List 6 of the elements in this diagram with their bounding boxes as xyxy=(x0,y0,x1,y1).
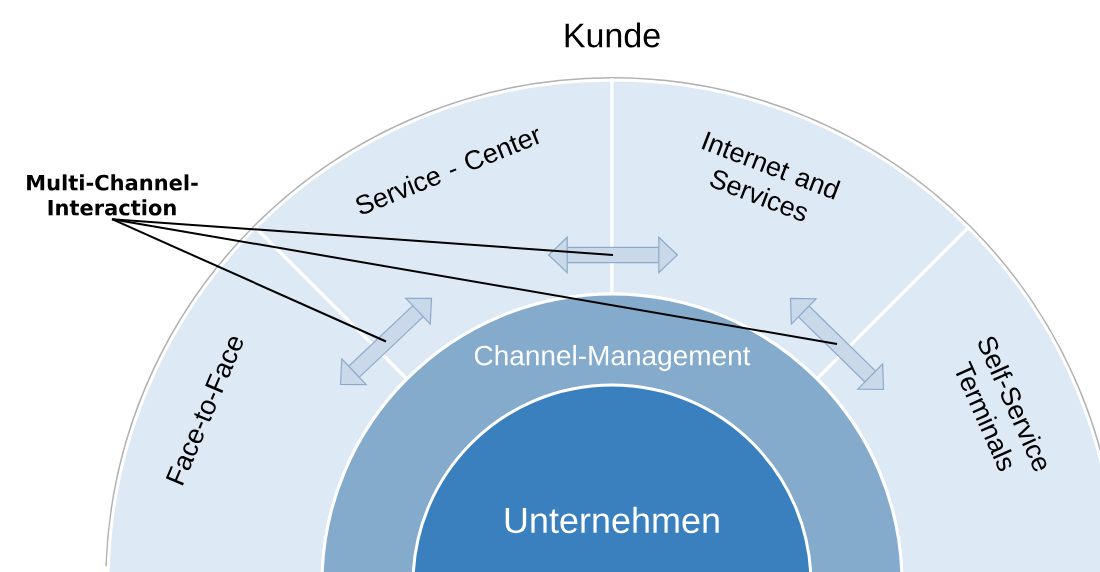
leader-line xyxy=(111,218,838,345)
heading: Kunde xyxy=(565,22,660,48)
leader-line xyxy=(111,218,614,256)
double-arrow xyxy=(789,297,885,391)
callout-text: Multi-Channel-Interaction xyxy=(27,174,198,216)
leader-line xyxy=(111,218,387,343)
